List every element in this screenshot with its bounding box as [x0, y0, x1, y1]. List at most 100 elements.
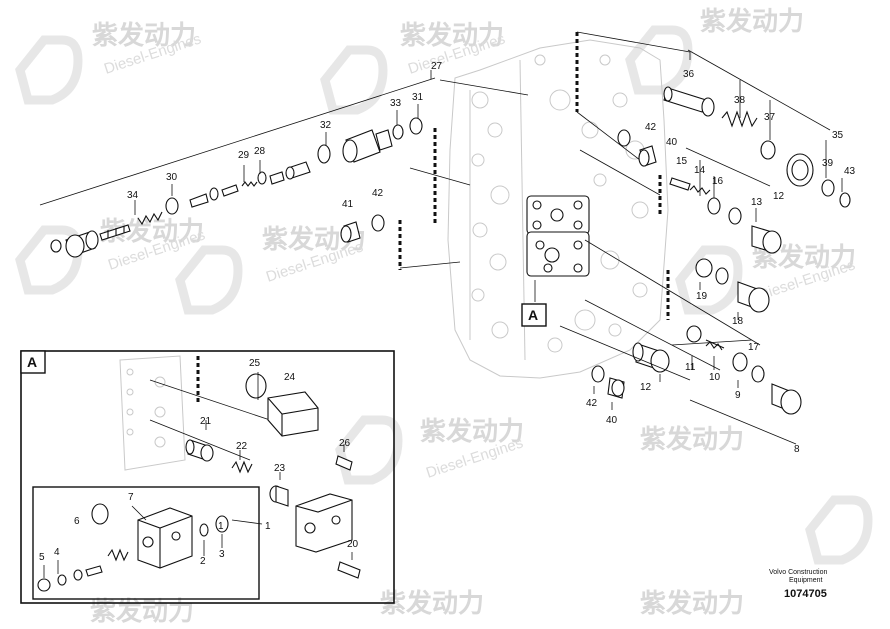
part-40-plug-right [638, 145, 657, 167]
watermark-brand-cn: 紫发动力 [700, 6, 804, 37]
part-34-plug [50, 230, 99, 258]
part-30-seat [189, 193, 209, 208]
part-label-25: 25 [249, 358, 261, 369]
watermark-logo-icon [15, 35, 83, 105]
watermark-brand-cn: 紫发动力 [400, 20, 504, 51]
part-small-nut [269, 171, 285, 185]
leader-lines-right [593, 52, 843, 445]
part-plunger-detail [85, 565, 103, 577]
spool-assembly-right-lower [559, 239, 802, 415]
part-26-bolt [335, 455, 353, 471]
part-32-body [285, 161, 311, 180]
part-ring-small [57, 574, 67, 586]
part-label-40: 40 [606, 415, 618, 426]
drawing-footer: Volvo Construction Equipment 1074705 [769, 569, 827, 600]
watermark-logo-icon [335, 415, 403, 485]
part-label-3: 3 [219, 549, 225, 560]
part-4-ring [73, 569, 83, 581]
watermark-logo-icon [675, 245, 743, 315]
part-label-32: 32 [320, 120, 332, 131]
part-label-42: 42 [372, 188, 384, 199]
part-41-plug [340, 221, 361, 243]
part-label-24: 24 [284, 372, 296, 383]
spool-assembly-right-mid [617, 129, 782, 254]
company-line-1: Volvo Construction [769, 569, 827, 576]
part-16-oring [707, 197, 721, 215]
detail-a-label: A [27, 354, 37, 370]
part-label-9: 9 [735, 390, 741, 401]
part-label-36: 36 [683, 69, 695, 80]
part-label-28: 28 [254, 146, 266, 157]
part-label-16: 16 [712, 176, 724, 187]
part-label-31: 31 [412, 92, 424, 103]
part-spring-small [137, 211, 163, 226]
sub-detail-housing [137, 507, 193, 569]
pressure-block-lower [526, 231, 590, 277]
part-label-18: 18 [732, 316, 744, 327]
part-label-38: 38 [734, 95, 746, 106]
part-19-oring [695, 258, 713, 278]
part-2-ring [199, 523, 209, 537]
part-36-spool [663, 86, 715, 117]
part-33-cap [342, 129, 393, 163]
part-label-30: 30 [166, 172, 178, 183]
assembly-alignment-lines [196, 31, 721, 405]
part-24-cover [267, 391, 319, 437]
watermark-brand-cn: 紫发动力 [640, 424, 744, 455]
callout-a-label: A [528, 307, 538, 323]
part-29-pin [221, 184, 239, 197]
part-label-37: 37 [764, 112, 776, 123]
part-15-pin [669, 177, 691, 191]
part-28-ring [257, 171, 267, 185]
part-label-21: 21 [200, 416, 212, 427]
watermark-brand-cn: 紫发动力 [420, 416, 524, 447]
part-23-piston [269, 485, 289, 507]
part-label-7: 7 [128, 492, 134, 503]
part-label-42: 42 [645, 122, 657, 133]
part-label-26: 26 [339, 438, 351, 449]
part-label-15: 15 [676, 156, 688, 167]
part-10-spring [705, 339, 725, 351]
part-label-4: 4 [54, 547, 60, 558]
part-label-2: 2 [200, 556, 206, 567]
part-29-spring [241, 181, 258, 187]
part-34-spool [99, 224, 131, 241]
part-8-cap [771, 383, 802, 415]
part-label-20: 20 [347, 539, 359, 550]
part-33-ring [392, 124, 404, 140]
watermark-logo-icon [320, 45, 388, 115]
part-5-plug [37, 578, 51, 592]
company-line-2: Equipment [789, 577, 823, 584]
watermark-brand-cn: 紫发动力 [380, 588, 484, 619]
part-1-housing-detail [295, 493, 353, 553]
part-43-plug [839, 192, 851, 208]
valve-block-ports [471, 54, 649, 353]
part-label-34: 34 [127, 190, 139, 201]
part-number-labels: 1 1 2 3 4 5 6 7 8 9 10 11 12 12 13 14 15… [39, 61, 856, 567]
part-label-41: 41 [342, 199, 354, 210]
part-31-oring [409, 117, 423, 135]
part-label-1: 1 [265, 521, 271, 532]
part-11-oring [686, 325, 702, 343]
part-12-plug-lower [632, 342, 670, 373]
part-40-plug-lower [607, 377, 625, 399]
part-37-oring [760, 140, 776, 160]
part-19-ring [715, 267, 729, 285]
watermark-logo-icon [625, 25, 693, 95]
part-39-oring [821, 179, 835, 197]
part-label-35: 35 [832, 130, 844, 141]
part-label-12: 12 [640, 382, 652, 393]
part-label-33: 33 [390, 98, 402, 109]
part-label-5: 5 [39, 552, 45, 563]
spool-assembly-left [39, 77, 436, 258]
callout-a-marker: A [521, 280, 547, 327]
part-label-23: 23 [274, 463, 286, 474]
part-25-oring [245, 373, 267, 399]
watermark-brand-cn: 紫发动力 [92, 20, 196, 51]
part-label-12: 12 [773, 191, 785, 202]
part-label-14: 14 [694, 165, 706, 176]
part-label-29: 29 [238, 150, 250, 161]
part-label-13: 13 [751, 197, 763, 208]
